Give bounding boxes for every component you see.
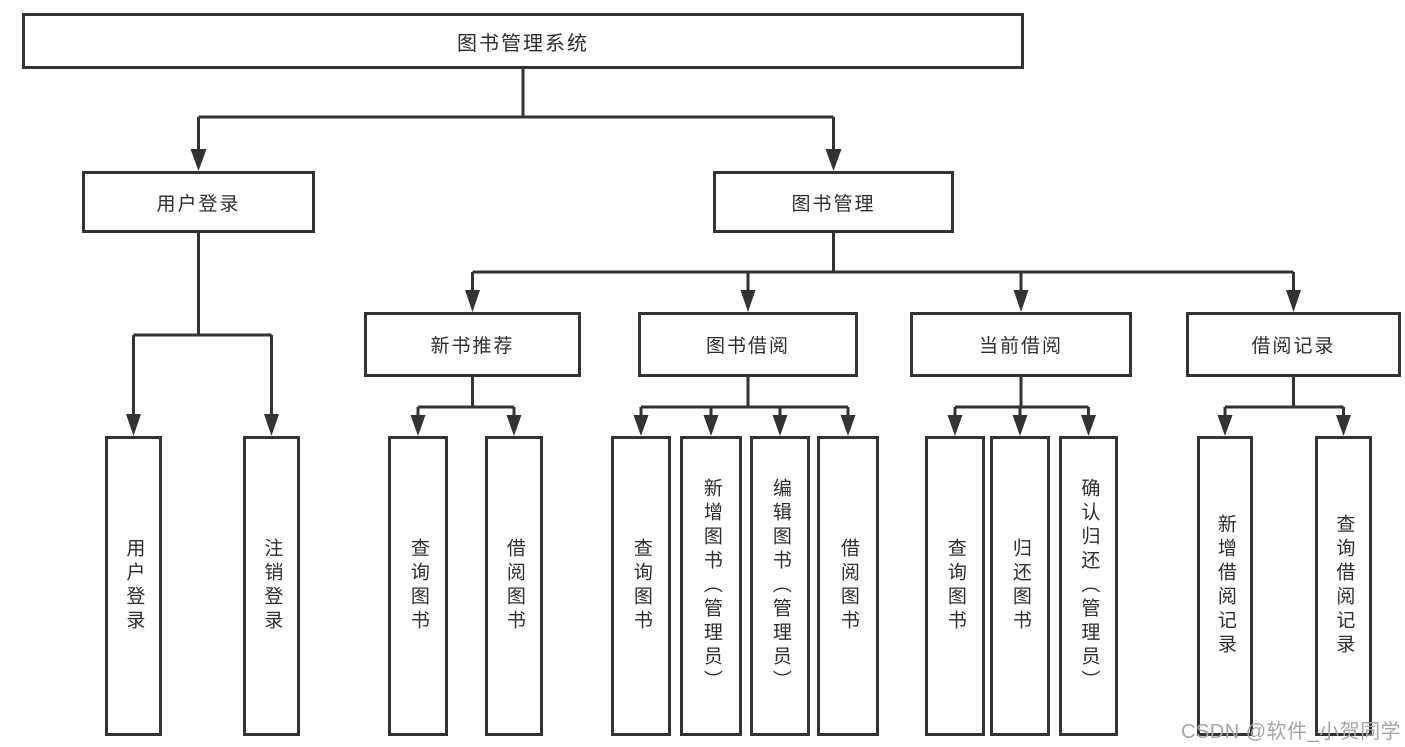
- leaf-label: 查询图书: [944, 538, 966, 634]
- leaf-label: 新增图书（管理员）: [700, 478, 722, 694]
- leaf-label: 借阅图书: [837, 538, 859, 634]
- leaf-label: 新增借阅记录: [1214, 514, 1236, 658]
- leaf-cb-return-books: 归还图书: [990, 436, 1050, 736]
- leaf-bb-add-books-admin: 新增图书（管理员）: [680, 436, 742, 736]
- leaf-nbr-query-books: 查询图书: [388, 436, 448, 736]
- leaf-label: 编辑图书（管理员）: [769, 478, 791, 694]
- node-book-management: 图书管理: [713, 171, 954, 233]
- node-borrow-records: 借阅记录: [1186, 312, 1401, 377]
- leaf-cb-query-books: 查询图书: [925, 436, 985, 736]
- leaf-label: 确认归还（管理员）: [1078, 478, 1100, 694]
- leaf-nbr-borrow-books: 借阅图书: [485, 436, 543, 736]
- leaf-user-login: 用户登录: [105, 436, 162, 736]
- leaf-br-add-record: 新增借阅记录: [1197, 436, 1253, 736]
- leaf-label: 查询图书: [407, 538, 429, 634]
- node-new-book-recommend: 新书推荐: [364, 312, 581, 377]
- leaf-label: 注销登录: [261, 538, 283, 634]
- leaf-logout: 注销登录: [243, 436, 300, 736]
- node-book-borrowing: 图书借阅: [638, 312, 858, 377]
- leaf-label: 查询图书: [630, 538, 652, 634]
- node-library-management-system: 图书管理系统: [22, 13, 1024, 69]
- leaf-bb-edit-books-admin: 编辑图书（管理员）: [750, 436, 810, 736]
- node-current-borrowing: 当前借阅: [910, 312, 1132, 377]
- csdn-watermark: CSDN @软件_小贺同学: [1181, 721, 1402, 743]
- leaf-label: 归还图书: [1009, 538, 1031, 634]
- leaf-bb-borrow-books: 借阅图书: [817, 436, 879, 736]
- leaf-label: 查询借阅记录: [1333, 514, 1355, 658]
- leaf-label: 借阅图书: [503, 538, 525, 634]
- node-user-login: 用户登录: [82, 171, 315, 233]
- leaf-cb-confirm-return-admin: 确认归还（管理员）: [1059, 436, 1118, 736]
- leaf-br-query-record: 查询借阅记录: [1315, 436, 1372, 736]
- leaf-label: 用户登录: [123, 538, 145, 634]
- leaf-bb-query-books: 查询图书: [611, 436, 671, 736]
